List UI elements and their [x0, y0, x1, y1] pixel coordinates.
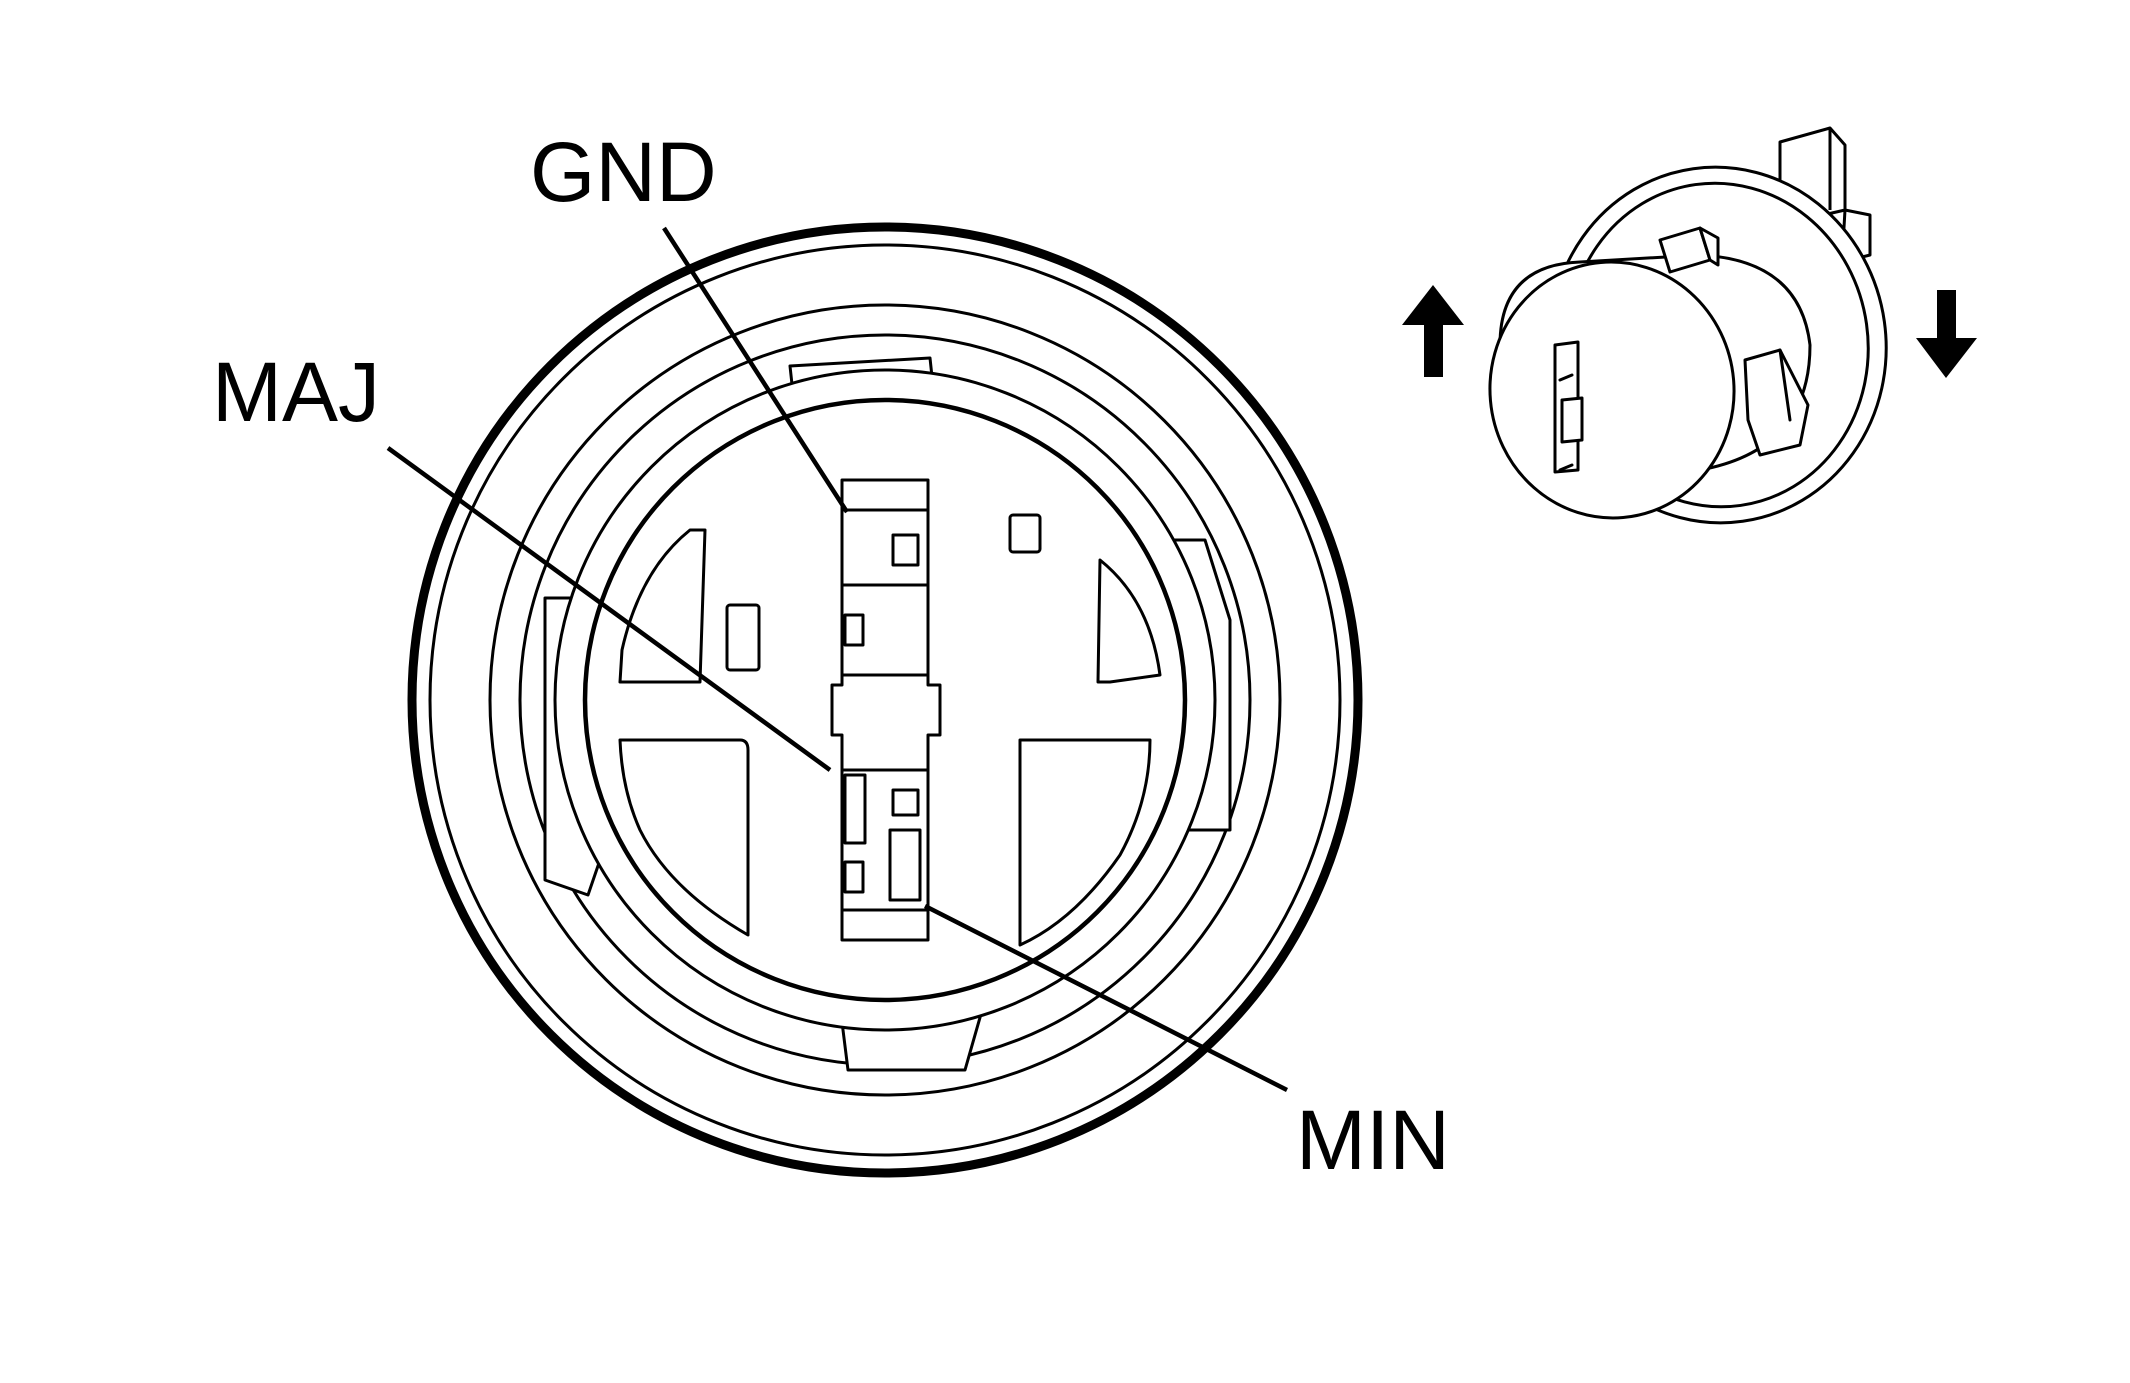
- maj-label: MAJ: [212, 345, 380, 439]
- outer-ring-inner-edge: [428, 243, 1342, 1157]
- outer-ring: [407, 222, 1363, 1178]
- arrow-down-icon: [1916, 290, 1977, 378]
- gnd-label: GND: [530, 125, 717, 219]
- cavity-bottom-right: [1018, 738, 1152, 947]
- terminal-tab-lower: [843, 860, 865, 894]
- terminal-tab-upper: [843, 613, 865, 647]
- leader-gnd: [662, 226, 849, 514]
- cavity-small-right: [1008, 513, 1042, 554]
- connector-side-view: [1488, 126, 1888, 525]
- inner-face: [582, 397, 1188, 1003]
- min-label: MIN: [1296, 1093, 1450, 1187]
- cavity-small-left: [725, 603, 761, 672]
- terminal-gnd: [891, 533, 920, 567]
- connector-face-view: [407, 222, 1363, 1178]
- cavity-bottom-left: [618, 738, 750, 937]
- terminal-maj: [843, 773, 867, 845]
- cavity-top-right: [1096, 558, 1162, 684]
- arrow-up-icon: [1402, 285, 1464, 377]
- leader-maj: [386, 446, 832, 772]
- middle-ring: [488, 303, 1282, 1097]
- leader-min: [923, 903, 1289, 1093]
- terminal-tab-mid: [891, 788, 920, 817]
- terminal-block: [830, 478, 942, 942]
- cavity-top-left: [618, 528, 707, 684]
- terminal-min: [888, 828, 922, 902]
- barrel-face: [1488, 260, 1736, 520]
